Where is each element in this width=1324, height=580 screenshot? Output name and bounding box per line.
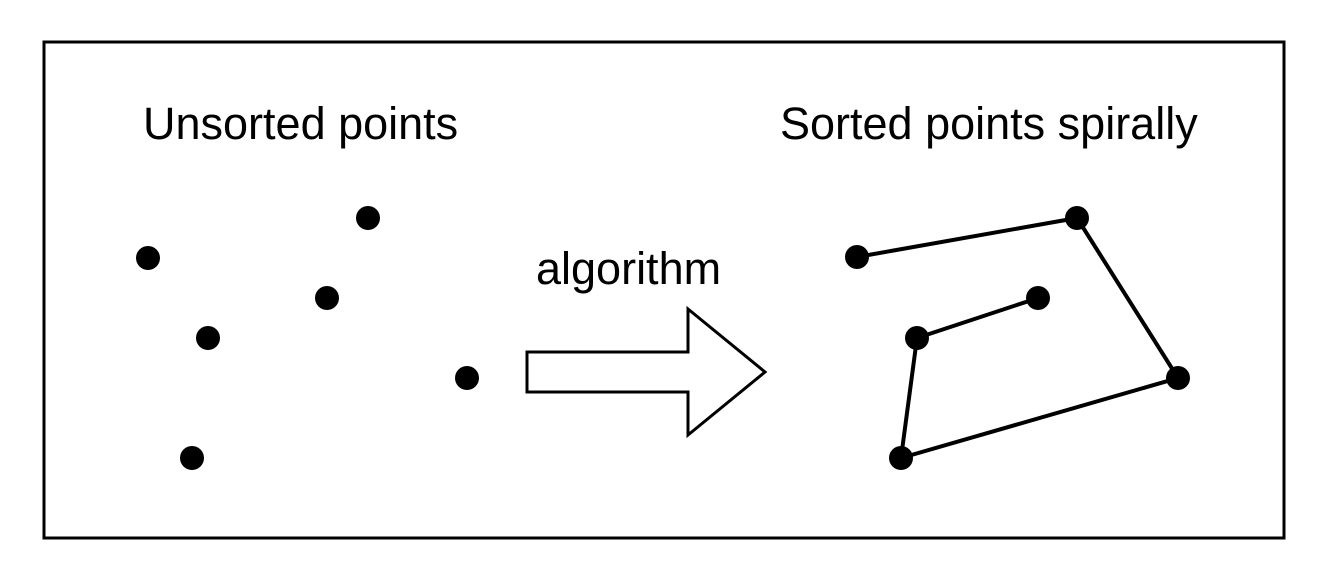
sorted-points-title: Sorted points spirally [780, 98, 1198, 149]
unsorted-point [356, 206, 380, 230]
sorted-point [889, 446, 913, 470]
algorithm-label: algorithm [536, 243, 722, 294]
outer-frame [42, 40, 1286, 540]
unsorted-point [315, 286, 339, 310]
unsorted-points-title: Unsorted points [143, 98, 459, 149]
sorted-point [1026, 286, 1050, 310]
unsorted-points-group [136, 206, 479, 470]
spiral-path [856, 216, 1180, 460]
unsorted-point [196, 326, 220, 350]
unsorted-point [180, 446, 204, 470]
sorted-points-group [845, 206, 1190, 470]
unsorted-point [455, 366, 479, 390]
sorted-point [905, 326, 929, 350]
sorted-point [845, 245, 869, 269]
sorted-point [1065, 206, 1089, 230]
unsorted-point [136, 246, 160, 270]
sorted-point [1166, 366, 1190, 390]
right-block-arrow [525, 305, 768, 439]
